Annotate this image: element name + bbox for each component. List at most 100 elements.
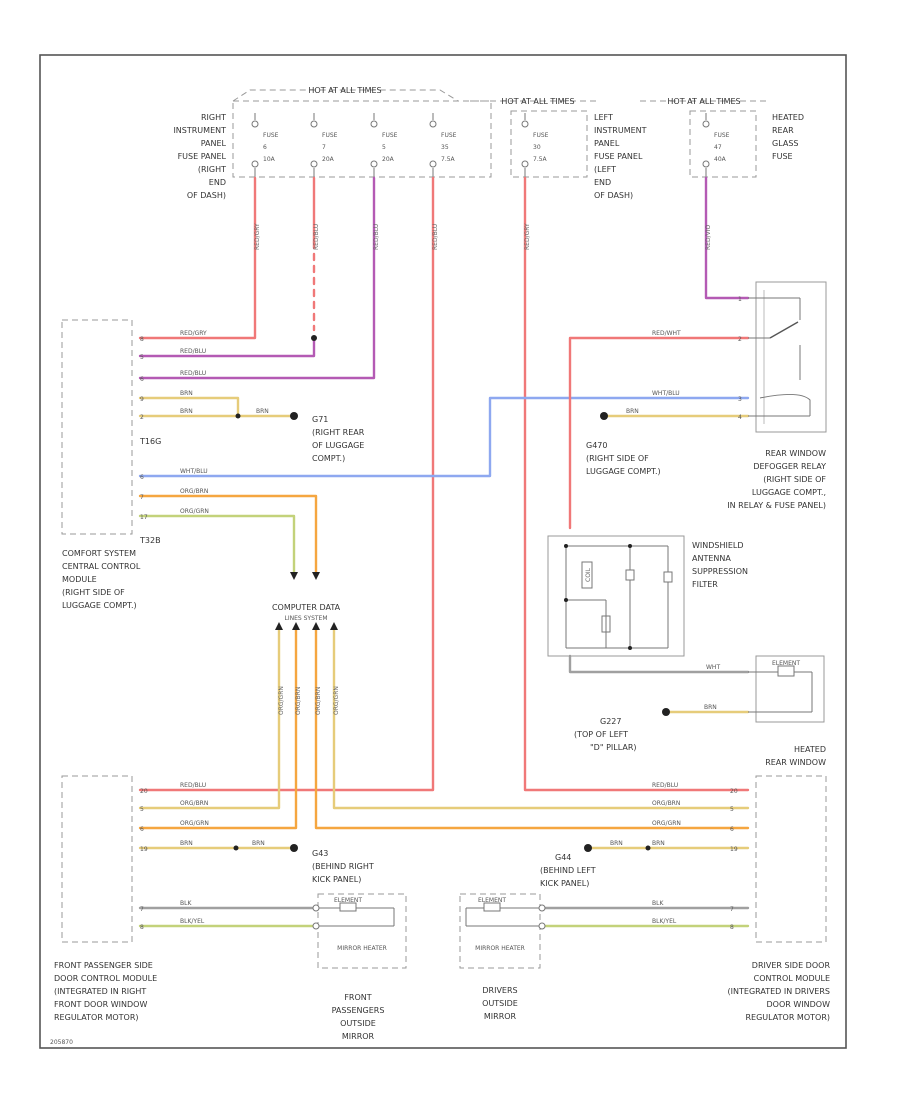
svg-text:CENTRAL CONTROL: CENTRAL CONTROL bbox=[62, 562, 141, 571]
svg-text:LINES SYSTEM: LINES SYSTEM bbox=[284, 615, 327, 622]
svg-text:FRONT PASSENGER SIDE: FRONT PASSENGER SIDE bbox=[54, 961, 153, 970]
svg-text:WHT/BLU: WHT/BLU bbox=[652, 390, 680, 397]
svg-text:ELEMENT: ELEMENT bbox=[772, 660, 800, 667]
svg-text:3: 3 bbox=[738, 396, 742, 403]
svg-text:OF LUGGAGE: OF LUGGAGE bbox=[312, 441, 364, 450]
svg-text:ORG/BRN: ORG/BRN bbox=[652, 800, 680, 807]
svg-text:ORG/GRN: ORG/GRN bbox=[333, 686, 340, 715]
svg-text:20: 20 bbox=[140, 788, 148, 795]
svg-text:ORG/BRN: ORG/BRN bbox=[295, 687, 302, 715]
wire-ccm-org-grn bbox=[138, 514, 296, 574]
svg-text:BRN: BRN bbox=[180, 390, 193, 397]
svg-text:BRN: BRN bbox=[610, 840, 623, 847]
hot-bus-left-label: HOT AT ALL TIMES bbox=[501, 97, 574, 106]
svg-text:RED/BLU: RED/BLU bbox=[432, 224, 439, 250]
svg-text:(INTEGRATED IN RIGHT: (INTEGRATED IN RIGHT bbox=[54, 987, 146, 996]
fuse-wire-labels: RED/GRY RED/BLU RED/BLU RED/BLU RED/GRY … bbox=[254, 223, 712, 250]
svg-text:BRN: BRN bbox=[626, 408, 639, 415]
diagram-frame bbox=[39, 54, 847, 1049]
antenna-suppression-filter: COIL WINDSHIELD ANTENNA SUPPRESSION FILT… bbox=[547, 535, 748, 657]
svg-text:BRN: BRN bbox=[252, 840, 265, 847]
svg-text:MIRROR HEATER: MIRROR HEATER bbox=[337, 945, 387, 952]
svg-text:RED/GRY: RED/GRY bbox=[254, 223, 261, 250]
ccm-pins: 8 5 6 9 2 6 7 17 bbox=[140, 336, 148, 521]
driver-mirror-heater: ELEMENT MIRROR HEATER DRIVERS OUTSIDE MI… bbox=[459, 893, 546, 1021]
svg-text:KICK PANEL): KICK PANEL) bbox=[540, 879, 589, 888]
svg-text:4: 4 bbox=[738, 414, 742, 421]
svg-text:G43: G43 bbox=[312, 849, 328, 858]
svg-text:PANEL: PANEL bbox=[594, 139, 620, 148]
svg-text:REGULATOR MOTOR): REGULATOR MOTOR) bbox=[745, 1013, 830, 1022]
svg-text:FRONT: FRONT bbox=[344, 993, 371, 1002]
svg-text:ORG/GRN: ORG/GRN bbox=[180, 508, 209, 515]
svg-text:9: 9 bbox=[140, 396, 144, 403]
svg-text:8: 8 bbox=[140, 924, 144, 931]
svg-text:7: 7 bbox=[140, 906, 144, 913]
svg-text:OUTSIDE: OUTSIDE bbox=[340, 1019, 376, 1028]
wire-ccm-brn-1 bbox=[138, 396, 240, 418]
svg-text:2: 2 bbox=[140, 414, 144, 421]
wire-ccm-org-brn bbox=[138, 494, 318, 574]
ground-g43-icon bbox=[290, 844, 298, 852]
svg-text:(RIGHT: (RIGHT bbox=[198, 165, 226, 174]
svg-text:ORG/BRN: ORG/BRN bbox=[315, 687, 322, 715]
svg-text:PANEL: PANEL bbox=[201, 139, 227, 148]
wire-cd-4-org-grn bbox=[332, 628, 750, 810]
hot-bus-right: HOT AT ALL TIMES bbox=[232, 86, 492, 178]
svg-text:ORG/GRN: ORG/GRN bbox=[652, 820, 681, 827]
svg-text:ORG/GRN: ORG/GRN bbox=[278, 686, 285, 715]
front-passenger-door-module: 20 5 6 19 7 8 RED/BLU ORG/BRN ORG/GRN BR… bbox=[54, 775, 374, 1022]
hot-bus-left: HOT AT ALL TIMES bbox=[470, 97, 598, 178]
svg-text:(RIGHT SIDE OF: (RIGHT SIDE OF bbox=[62, 588, 125, 597]
svg-text:ORG/BRN: ORG/BRN bbox=[180, 488, 208, 495]
svg-text:RED/VIO: RED/VIO bbox=[705, 225, 712, 250]
svg-text:DOOR CONTROL MODULE: DOOR CONTROL MODULE bbox=[54, 974, 157, 983]
svg-text:BRN: BRN bbox=[180, 408, 193, 415]
svg-text:47: 47 bbox=[714, 144, 722, 151]
svg-text:HEATED: HEATED bbox=[772, 113, 804, 122]
svg-text:7.5A: 7.5A bbox=[533, 156, 548, 163]
heated-rear-window: ELEMENT WHT BRN G227 (TOP OF LEFT "D" PI… bbox=[574, 655, 826, 767]
svg-text:FUSE: FUSE bbox=[533, 132, 549, 139]
wire-fuse7-red-blu-lower bbox=[138, 336, 316, 358]
ground-g227-icon bbox=[662, 708, 670, 716]
svg-text:(TOP OF LEFT: (TOP OF LEFT bbox=[574, 730, 628, 739]
svg-text:OF DASH): OF DASH) bbox=[594, 191, 633, 200]
svg-text:RED/GRY: RED/GRY bbox=[180, 330, 207, 337]
wire-fuse35-red-blu bbox=[138, 176, 435, 792]
svg-text:REAR WINDOW: REAR WINDOW bbox=[765, 758, 826, 767]
svg-text:BLK: BLK bbox=[652, 900, 664, 907]
computer-data-lines: COMPUTER DATA LINES SYSTEM ORG/GRN ORG/B… bbox=[272, 572, 341, 715]
svg-text:MIRROR HEATER: MIRROR HEATER bbox=[475, 945, 525, 952]
svg-text:DRIVER SIDE DOOR: DRIVER SIDE DOOR bbox=[752, 961, 831, 970]
ground-g470-icon bbox=[600, 412, 608, 420]
ccm-wire-labels: RED/GRY RED/BLU RED/BLU BRN BRN WHT/BLU … bbox=[180, 330, 209, 515]
svg-text:35: 35 bbox=[441, 144, 449, 151]
svg-text:REGULATOR MOTOR): REGULATOR MOTOR) bbox=[54, 1013, 139, 1022]
heated-glass-fuse-label: HEATED REAR GLASS FUSE bbox=[772, 113, 804, 161]
svg-text:(RIGHT SIDE OF: (RIGHT SIDE OF bbox=[586, 454, 649, 463]
svg-text:RED/BLU: RED/BLU bbox=[180, 348, 206, 355]
svg-text:2: 2 bbox=[738, 336, 742, 343]
svg-text:5: 5 bbox=[140, 806, 144, 813]
page-reference: 205870 bbox=[50, 1039, 73, 1046]
svg-text:FUSE: FUSE bbox=[263, 132, 279, 139]
svg-text:BLK/YEL: BLK/YEL bbox=[652, 918, 677, 925]
svg-text:END: END bbox=[594, 178, 611, 187]
svg-text:10A: 10A bbox=[263, 156, 276, 163]
svg-text:5: 5 bbox=[382, 144, 386, 151]
svg-text:LUGGAGE COMPT.,: LUGGAGE COMPT., bbox=[752, 488, 826, 497]
svg-text:DOOR WINDOW: DOOR WINDOW bbox=[767, 1000, 831, 1009]
svg-text:7: 7 bbox=[140, 494, 144, 501]
svg-text:WHT/BLU: WHT/BLU bbox=[180, 468, 208, 475]
svg-text:RED/BLU: RED/BLU bbox=[313, 224, 320, 250]
svg-text:FUSE PANEL: FUSE PANEL bbox=[178, 152, 227, 161]
svg-text:FUSE: FUSE bbox=[382, 132, 398, 139]
svg-text:FUSE: FUSE bbox=[322, 132, 338, 139]
svg-text:RED/GRY: RED/GRY bbox=[524, 223, 531, 250]
svg-text:OUTSIDE: OUTSIDE bbox=[482, 999, 518, 1008]
svg-text:BRN: BRN bbox=[652, 840, 665, 847]
